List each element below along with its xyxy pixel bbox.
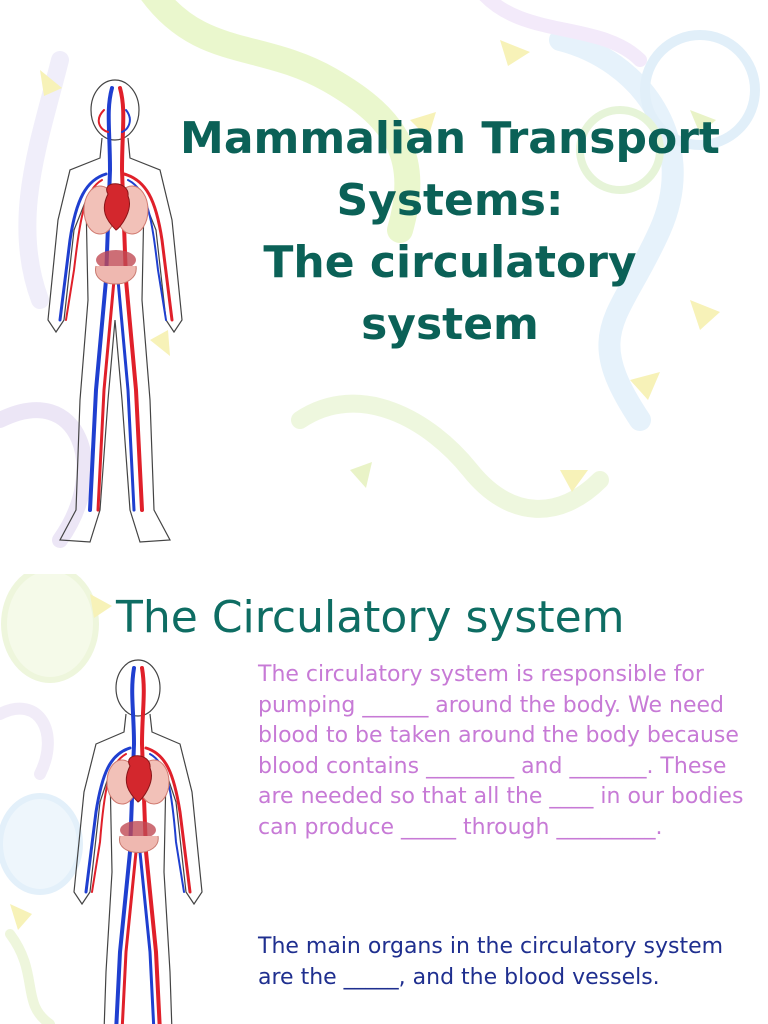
title-line: Systems: [336, 175, 564, 226]
title-line: Mammalian Transport [180, 113, 720, 164]
title-line: The circulatory [263, 237, 637, 288]
circulatory-figure-illustration [47, 79, 183, 543]
balloon-swirl-decoration [0, 574, 112, 1024]
title-line: system [361, 299, 539, 350]
paragraph-main-organs: The main organs in the circulatory syste… [258, 934, 724, 990]
paragraph-circulatory-function: The circulatory system is responsible fo… [258, 662, 744, 840]
title-slide: Mammalian Transport Systems: The circula… [0, 0, 760, 548]
slide-heading: The Circulatory system [116, 592, 625, 643]
circulatory-figure-illustration [73, 659, 203, 1024]
content-slide: The Circulatory system The circulatory s… [0, 574, 768, 1024]
slide-title: Mammalian Transport Systems: The circula… [150, 108, 750, 356]
balloon-swirl-decoration [0, 0, 760, 548]
